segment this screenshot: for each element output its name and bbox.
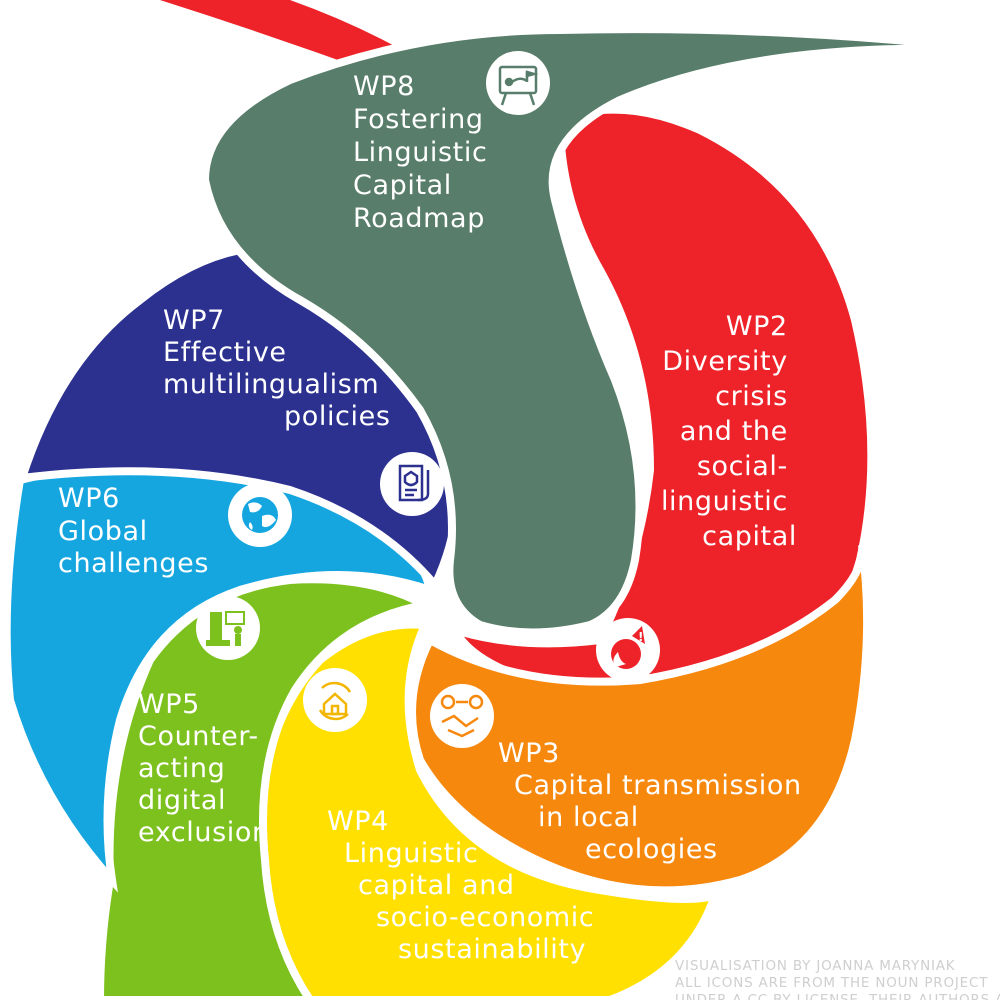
- wp8-line-3: Capital: [353, 170, 452, 201]
- wp5-line-3: digital: [138, 785, 226, 816]
- wp8-line-2: Linguistic: [353, 137, 487, 168]
- wp8-line-4: Roadmap: [353, 203, 485, 234]
- credits: VISUALISATION BY JOANNA MARYNIAK ALL ICO…: [675, 958, 1000, 1000]
- wp5-id: WP5: [138, 689, 200, 720]
- wp2-line-6: capital: [702, 521, 797, 552]
- wp3-line-1: Capital transmission: [514, 770, 802, 801]
- wp4-label: WP4 Linguistic capital and socio-economi…: [327, 806, 604, 965]
- wp7-line-3: policies: [284, 401, 391, 432]
- wp3-label: WP3 Capital transmission in local ecolog…: [498, 738, 811, 865]
- wp2-line-5: linguistic: [661, 486, 788, 517]
- wp8-line-1: Fostering: [353, 104, 484, 135]
- wp4-line-2: capital and: [358, 870, 515, 901]
- wp4-line-4: sustainability: [398, 934, 586, 965]
- wp5-label: WP5 Counter- acting digital exclusion: [138, 689, 270, 848]
- wp8-label: WP8 Fostering Linguistic Capital Roadmap: [353, 71, 497, 234]
- wp6-line-1: Global: [58, 516, 148, 547]
- wp7-id: WP7: [163, 305, 225, 336]
- credit-line-3: UNDER A CC BY LICENSE. THEIR AUTHORS ARE: [675, 992, 1000, 1000]
- wp3-line-3: ecologies: [585, 834, 718, 865]
- wp5-line-2: acting: [138, 753, 225, 784]
- wp2-id: WP2: [726, 311, 788, 342]
- presentation-board-icon: [498, 65, 539, 106]
- digital-exclusion-icon: [206, 611, 245, 646]
- wp4-id: WP4: [327, 806, 389, 837]
- wp3-line-2: in local: [538, 802, 639, 833]
- wp7-icon-badge: [380, 452, 444, 516]
- wp6-label: WP6 Global challenges: [58, 483, 209, 579]
- wp5-line-4: exclusion: [138, 817, 270, 848]
- wp3-id: WP3: [498, 738, 560, 769]
- wp6-id: WP6: [58, 483, 120, 514]
- credit-line-1: VISUALISATION BY JOANNA MARYNIAK: [675, 958, 956, 974]
- wp5-icon-badge: [196, 596, 260, 660]
- credit-line-2: ALL ICONS ARE FROM THE NOUN PROJECT: [675, 975, 988, 991]
- wp2-line-2: crisis: [715, 381, 788, 412]
- wp2-label: WP2 Diversity crisis and the social- lin…: [661, 311, 797, 552]
- handshake-icon: [440, 694, 484, 738]
- wp8-band: [200, 25, 996, 637]
- wp3-icon-badge: [430, 684, 494, 748]
- wp4-icon-badge: [303, 668, 367, 732]
- wp2-line-4: social-: [697, 451, 788, 482]
- wp5-line-1: Counter-: [138, 721, 259, 752]
- wp6-icon-badge: [228, 483, 292, 547]
- wp2-line-1: Diversity: [662, 346, 788, 377]
- wp7-label: WP7 Effective multilingualism policies: [163, 305, 391, 432]
- wp2-line-3: and the: [680, 416, 788, 447]
- wp8-id: WP8: [353, 71, 415, 102]
- wp6-line-2: challenges: [58, 548, 209, 579]
- globe-icon: [242, 497, 278, 533]
- wp3-band: [408, 544, 872, 895]
- house-cycle-icon: [318, 681, 352, 721]
- wp4-line-1: Linguistic: [344, 838, 478, 869]
- wp7-line-1: Effective: [163, 337, 287, 368]
- svg-text:!: !: [638, 630, 643, 644]
- wp8-icon-badge: [486, 51, 550, 115]
- wp7-line-2: multilingualism: [163, 369, 379, 400]
- burning-planet-icon: !: [611, 626, 645, 669]
- policy-document-icon: [398, 464, 430, 502]
- wp4-line-3: socio-economic: [376, 902, 594, 933]
- wp2-icon-badge: !: [596, 618, 660, 682]
